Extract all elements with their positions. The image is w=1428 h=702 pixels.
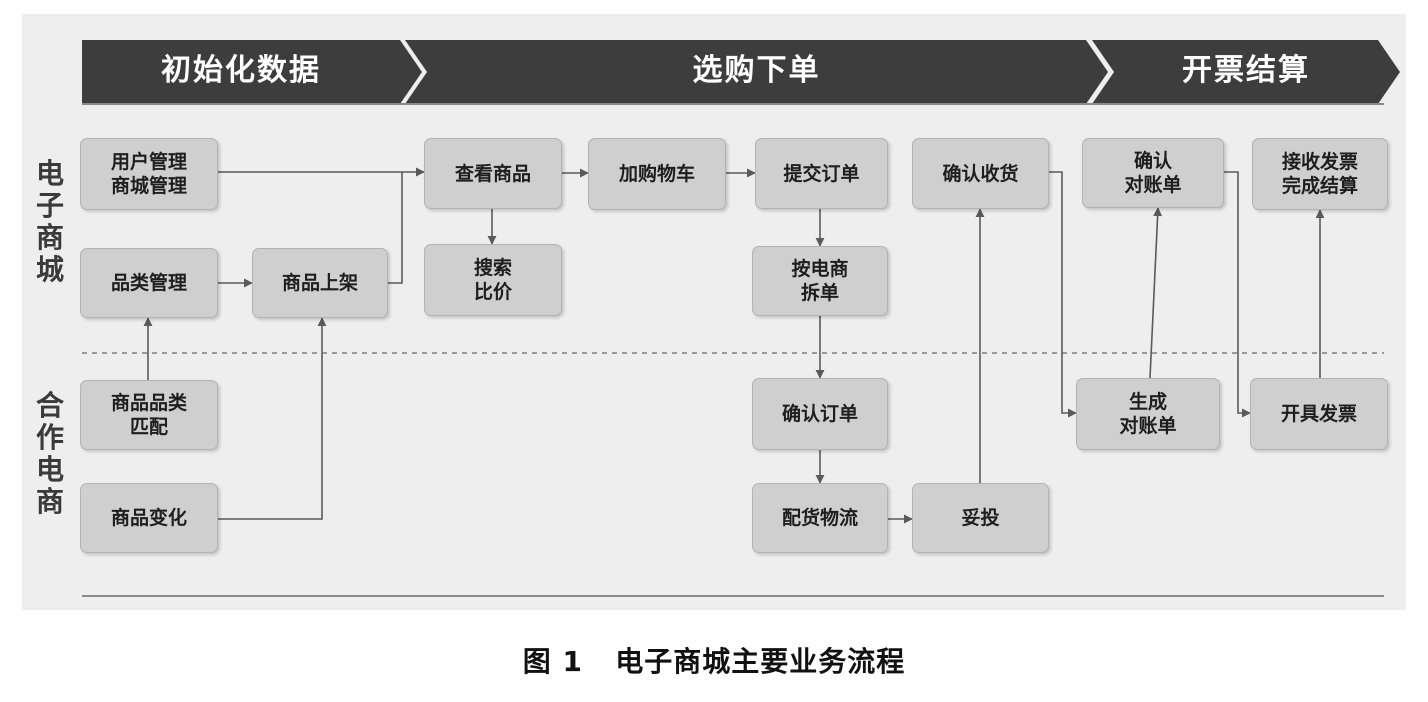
node-confirm-order: 确认订单 — [752, 378, 888, 450]
phase-label-init: 初始化数据 — [161, 53, 321, 88]
node-user-mgmt: 用户管理 商城管理 — [80, 138, 218, 210]
node-category-mgmt: 品类管理 — [80, 248, 218, 318]
node-issue-invoice: 开具发票 — [1250, 378, 1388, 450]
lane-label-partner: 合作电商 — [35, 389, 64, 518]
edge-change-to-listing — [218, 317, 327, 520]
node-add-cart: 加购物车 — [588, 138, 726, 210]
node-submit-order: 提交订单 — [755, 138, 888, 209]
node-logistics: 配货物流 — [752, 483, 888, 553]
node-delivered: 妥投 — [912, 483, 1049, 553]
node-view-product: 查看商品 — [424, 138, 562, 209]
phase-banner-3 — [1092, 40, 1400, 104]
figure-caption: 图 1 电子商城主要业务流程 — [522, 645, 906, 678]
edge-listing-to-view — [388, 172, 403, 284]
node-confirm-receipt: 确认收货 — [912, 138, 1049, 209]
node-split-order: 按电商 拆单 — [752, 246, 888, 316]
phase-banner-1 — [82, 40, 422, 104]
edge-statement-to-confirm — [1149, 207, 1163, 379]
edge-confirm-to-invoice — [1224, 171, 1251, 418]
node-category-match: 商品品类 匹配 — [80, 380, 218, 450]
node-listing: 商品上架 — [252, 248, 388, 318]
node-search: 搜索 比价 — [424, 244, 562, 316]
phase-label-settle: 开票结算 — [1182, 53, 1310, 88]
phase-banner-2 — [405, 40, 1108, 104]
node-product-change: 商品变化 — [80, 483, 218, 553]
node-confirm-statement: 确认 对账单 — [1082, 138, 1224, 208]
node-receive-invoice: 接收发票 完成结算 — [1252, 138, 1388, 210]
phase-label-order: 选购下单 — [692, 53, 821, 88]
node-gen-statement: 生成 对账单 — [1076, 378, 1220, 450]
edge-receipt-to-statement — [1049, 171, 1077, 418]
lane-label-mall: 电子商城 — [35, 157, 64, 286]
